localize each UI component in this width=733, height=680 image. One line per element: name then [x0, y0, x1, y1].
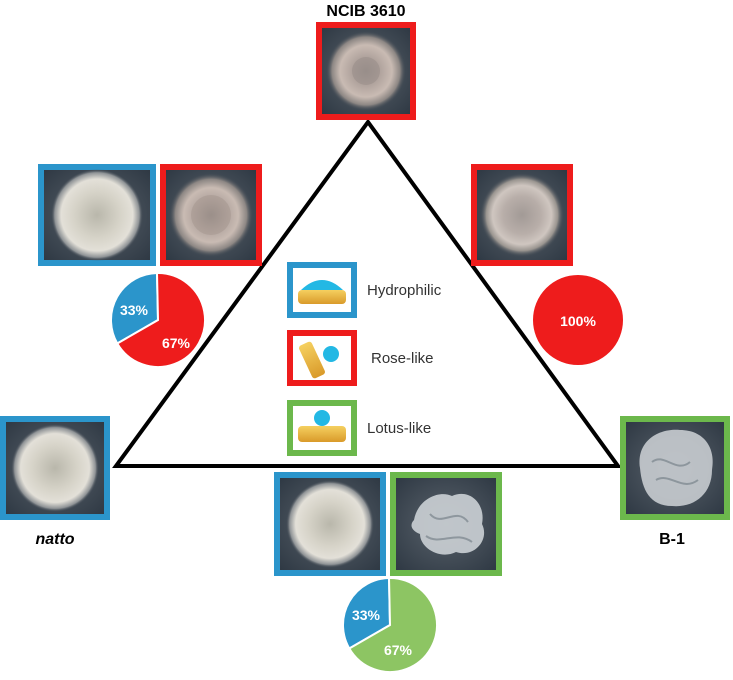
colony-mix-left-hydrophilic-image	[38, 164, 156, 266]
pie-left-slice-1	[115, 272, 206, 368]
strain-label-ncib3610: NCIB 3610	[326, 3, 405, 20]
legend-hydrophilic-label: Hydrophilic	[367, 282, 442, 299]
strain-label-b1: B-1	[659, 531, 685, 548]
colony-natto-image	[0, 416, 110, 520]
colony-b1-image	[620, 416, 730, 520]
strain-label-natto: natto	[35, 531, 74, 548]
colony-ncib3610-image	[316, 22, 416, 120]
legend-rose-like-icon	[287, 330, 357, 386]
legend-lotus-like-label: Lotus-like	[367, 420, 431, 437]
colony-mix-bottom-hydrophilic-image	[274, 472, 386, 576]
pie-right-single: 100%	[531, 273, 625, 367]
pie-bottom-label-1: 67%	[384, 642, 413, 658]
pie-bottom-label-0: 33%	[352, 607, 381, 623]
pie-left-label-1: 67%	[162, 335, 191, 351]
pie-right-label-0: 100%	[560, 313, 596, 329]
colony-mix-right-roselike-image	[471, 164, 573, 266]
pie-left-label-0: 33%	[120, 302, 149, 318]
colony-mix-bottom-lotuslike-image	[390, 472, 502, 576]
legend-lotus-like-icon	[287, 400, 357, 456]
legend-hydrophilic-icon	[287, 262, 357, 318]
pie-bottom-pair: 33% 67%	[342, 576, 438, 673]
pie-bottom-slice-1	[347, 577, 438, 673]
legend-rose-like-label: Rose-like	[371, 350, 434, 367]
pie-right-slice-0	[531, 273, 625, 367]
triangle	[112, 118, 622, 468]
colony-mix-left-roselike-image	[160, 164, 262, 266]
pie-left-pair: 33% 67%	[110, 271, 206, 368]
